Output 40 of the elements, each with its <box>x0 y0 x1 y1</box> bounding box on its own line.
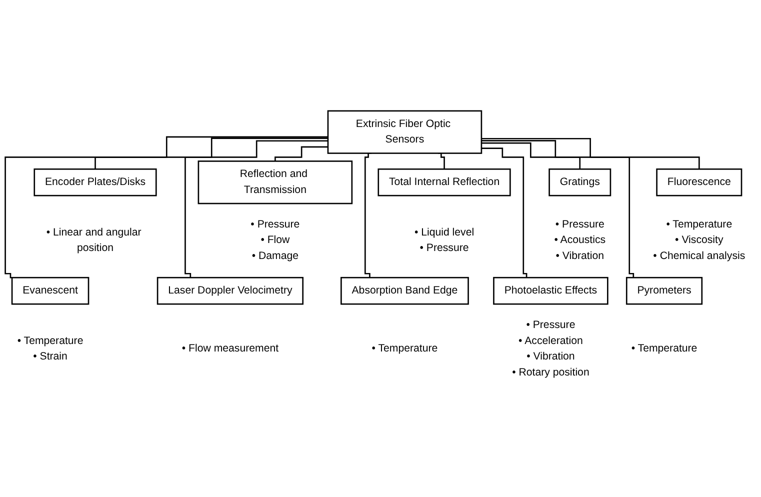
connector <box>94 138 328 170</box>
node-box: Laser Doppler Velocimetry <box>156 276 304 305</box>
connector <box>274 146 328 162</box>
node-label: • Flow <box>260 234 290 246</box>
node-label: • Liquid level <box>414 226 474 238</box>
node-label: • Pressure <box>250 218 300 230</box>
connector <box>481 148 530 278</box>
node-label: • Rotary position <box>512 366 590 378</box>
node-label: • Temperature <box>372 343 438 354</box>
node-box: Photoelastic Effects <box>493 276 608 305</box>
connector <box>481 142 581 170</box>
node-label: • Viscosity <box>675 234 724 246</box>
node-box: Evanescent <box>11 276 90 305</box>
node-box: Encoder Plates/Disks <box>34 168 157 196</box>
node-label: • Pressure <box>420 242 469 254</box>
node-label: • Acoustics <box>554 234 606 246</box>
node-box: Reflection and Transmission <box>198 160 353 204</box>
node-label: • Temperature <box>666 218 732 230</box>
node-label: • Pressure <box>555 218 604 230</box>
connector <box>4 136 328 278</box>
connector <box>438 152 445 170</box>
node-box: Total Internal Reflection <box>378 168 511 196</box>
node-label: • Temperature <box>17 335 84 346</box>
node-label: • Vibration <box>526 351 575 362</box>
node-label: • Temperature <box>631 343 698 354</box>
node-box: Extrinsic Fiber Optic Sensors <box>327 110 482 154</box>
node-box: Absorption Band Edge <box>340 276 469 305</box>
node-box: Pyrometers <box>626 276 703 305</box>
node-label: • Strain <box>33 351 68 362</box>
node-label: • Chemical analysis <box>653 250 746 262</box>
node-label: • Pressure <box>526 319 576 331</box>
node-label: • Linear and angular position <box>46 226 142 254</box>
node-label: • Damage <box>252 250 299 262</box>
node-label: • Flow measurement <box>182 343 279 354</box>
node-label: • Vibration <box>556 250 604 262</box>
node-box: Gratings <box>548 168 612 196</box>
node-label: • Acceleration <box>518 335 583 346</box>
connector <box>184 140 328 278</box>
connector <box>481 138 700 170</box>
node-box: Fluorescence <box>656 168 742 196</box>
